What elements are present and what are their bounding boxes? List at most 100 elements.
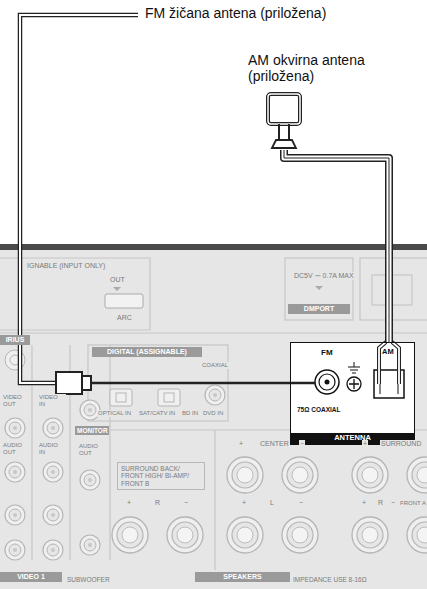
polarity-sign: + bbox=[241, 499, 247, 507]
rating-label: IMPEDANCE USE 8-16Ω bbox=[292, 576, 368, 583]
panel-sections bbox=[0, 332, 427, 333]
rear-panel bbox=[0, 244, 427, 250]
rca-jacks bbox=[43, 505, 63, 525]
polarity-sign: + bbox=[238, 440, 244, 448]
antenna-terminal-block bbox=[315, 370, 339, 394]
section-box: SURROUND BACK/ FRONT HIGH/ BI-AMP/ FRONT… bbox=[117, 462, 205, 490]
port-label: VIDEO OUT bbox=[2, 394, 30, 408]
port-label: VIDEO IN bbox=[38, 394, 66, 408]
antenna-terminal-block bbox=[325, 380, 330, 385]
dmport-connector bbox=[315, 286, 323, 290]
fm-wire-antenna bbox=[20, 15, 138, 383]
section-bar: SPEAKERS bbox=[195, 572, 290, 582]
port-label: AUDIO OUT bbox=[2, 442, 30, 456]
channel-label: R bbox=[154, 499, 161, 507]
rca-jacks bbox=[5, 540, 25, 560]
optical-ports bbox=[110, 389, 180, 406]
terminal-label: 75Ω COAXIAL bbox=[297, 406, 341, 413]
panel-sections bbox=[32, 345, 110, 560]
polarity-sign: + bbox=[362, 440, 368, 448]
terminal-label: SURROUND bbox=[380, 440, 422, 448]
polarity-sign: + bbox=[126, 499, 132, 507]
speaker-terminals bbox=[167, 517, 203, 553]
rca-jacks bbox=[43, 462, 63, 482]
hdmi-port bbox=[113, 287, 121, 291]
antenna-terminal-block bbox=[380, 376, 398, 394]
rca-jacks bbox=[5, 462, 25, 482]
section-bar: MONITOR bbox=[75, 426, 109, 435]
speaker-terminals bbox=[352, 457, 388, 493]
panel-sections bbox=[214, 430, 215, 570]
am-loop-antenna bbox=[279, 124, 289, 141]
port-label: BD IN bbox=[181, 410, 199, 417]
speaker-terminals bbox=[282, 517, 318, 553]
terminal-label: AM bbox=[382, 348, 394, 357]
polarity-sign: − bbox=[299, 440, 305, 448]
dmport-connector bbox=[315, 286, 323, 290]
am-lead-wires bbox=[379, 342, 399, 384]
fm-wire-antenna bbox=[82, 376, 91, 390]
cable-divider bbox=[284, 150, 389, 342]
speaker-terminals bbox=[407, 517, 427, 553]
port-label: COAXIAL bbox=[201, 362, 229, 369]
panel-label: IGNABLE (INPUT ONLY) bbox=[26, 262, 106, 270]
fm-wire-antenna bbox=[90, 382, 315, 385]
rca-jacks bbox=[5, 418, 25, 438]
port-label: ARC bbox=[116, 314, 133, 322]
antenna-terminal: FM75Ω COAXIALAMANTENNA bbox=[290, 342, 415, 445]
rca-jacks bbox=[205, 385, 225, 405]
am-loop-antenna: AM okvirna antena (priložena) bbox=[248, 52, 382, 150]
channel-label: L bbox=[269, 499, 275, 507]
terminal-label: CENTER bbox=[259, 440, 290, 448]
rear-panel bbox=[0, 244, 427, 589]
fm-wire-antenna bbox=[20, 15, 138, 383]
section-bar: VIDEO 1 bbox=[0, 572, 62, 582]
optical-ports bbox=[116, 393, 126, 402]
speaker-terminals bbox=[352, 517, 388, 553]
speaker-terminals bbox=[227, 517, 263, 553]
rear-panel bbox=[0, 250, 427, 589]
part-label: FM žičana antena (priložena) bbox=[143, 5, 328, 21]
rating-label: DC5V ⎓ 0.7A MAX bbox=[293, 272, 355, 280]
antenna-terminal-block bbox=[319, 374, 335, 390]
twin-lead-cable bbox=[284, 150, 389, 342]
hdmi-port bbox=[105, 287, 143, 308]
rca-jacks bbox=[5, 385, 225, 560]
antenna-terminal-block bbox=[348, 362, 360, 373]
speaker-terminals bbox=[407, 457, 427, 493]
twin-lead-cable bbox=[284, 150, 389, 342]
panel-sections bbox=[285, 258, 353, 320]
speaker-terminals bbox=[282, 457, 318, 493]
port-label: SUBWOOFER bbox=[66, 576, 111, 583]
rca-jacks bbox=[43, 540, 63, 560]
am-loop-antenna bbox=[268, 94, 300, 124]
port-label: AUDIO OUT bbox=[78, 443, 106, 457]
am-lead-wires bbox=[379, 342, 399, 384]
rca-jacks bbox=[5, 505, 25, 525]
antenna-terminal-block bbox=[347, 377, 361, 391]
optical-ports bbox=[164, 393, 174, 402]
am-loop-antenna bbox=[272, 140, 296, 148]
section-bar: IRIUS bbox=[0, 335, 30, 345]
channel-label: R bbox=[377, 499, 384, 507]
polarity-sign: + bbox=[361, 499, 367, 507]
port-label: DVD IN bbox=[202, 410, 224, 417]
optical-ports bbox=[158, 389, 180, 406]
antenna-terminal-block bbox=[290, 342, 415, 442]
polarity-sign: − bbox=[183, 499, 189, 507]
panel-sections bbox=[0, 258, 150, 330]
speaker-terminals bbox=[112, 457, 427, 553]
antenna-terminal-block bbox=[349, 379, 359, 389]
port-label: OUT bbox=[109, 276, 126, 284]
am-loop-antenna bbox=[268, 94, 300, 124]
port-label: SAT/CATV IN bbox=[138, 410, 176, 417]
polarity-sign: − bbox=[390, 499, 396, 507]
hdmi-port bbox=[105, 294, 143, 308]
panel-sections bbox=[360, 258, 427, 320]
rca-jacks bbox=[80, 535, 100, 555]
port-label: AUDIO IN bbox=[38, 442, 66, 456]
panel-sections bbox=[0, 258, 427, 570]
speaker-terminals bbox=[112, 517, 148, 553]
terminal-label: FM bbox=[321, 348, 333, 357]
antenna-terminal-block bbox=[290, 342, 415, 442]
